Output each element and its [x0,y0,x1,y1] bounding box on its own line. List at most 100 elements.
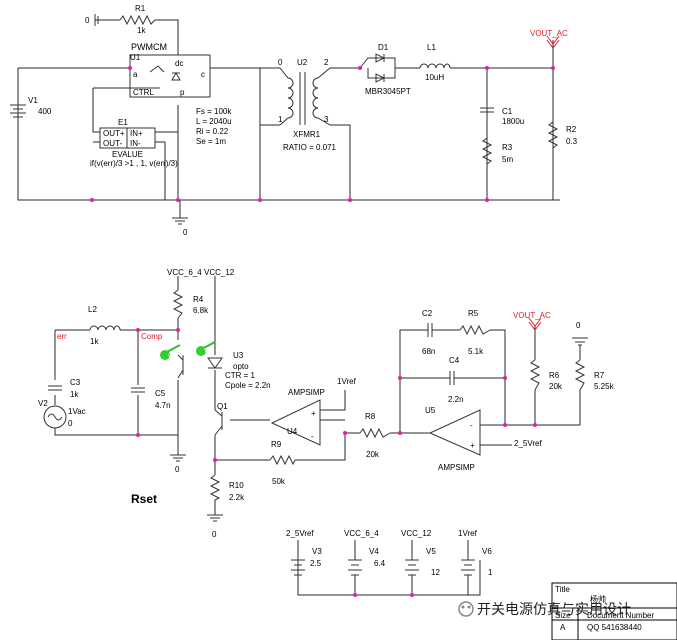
v2-dc: 0 [68,419,73,428]
c5-name: C5 [155,389,166,398]
u2-label: U2 [297,58,308,67]
pin-p: p [180,88,185,97]
r4-name: R4 [193,295,204,304]
r7-resistor[interactable] [574,359,586,391]
l2-value: 1k [90,337,99,346]
r9-value: 50k [272,477,286,486]
r2-value: 0.3 [566,137,578,146]
pin-dc: dc [175,59,183,68]
u1-label: U1 [130,53,141,62]
c1-capacitor[interactable] [480,107,494,113]
v2-value: 1Vac [68,407,86,416]
junction-dots-top [90,66,555,202]
title-block-title-label: Title [555,585,570,594]
v4-source[interactable] [348,559,362,576]
r1-resistor[interactable] [94,14,156,26]
e1-out-minus: OUT- [103,139,122,148]
ground-top-label: 0 [183,228,188,237]
v5-value: 12 [431,568,440,577]
u4-ref-label: 1Vref [337,377,357,386]
r5-resistor[interactable] [459,324,491,336]
r3-resistor[interactable] [481,137,493,165]
c2-capacitor[interactable] [420,323,440,337]
v5-source[interactable] [405,559,419,576]
watermark-text: 开关电源仿真与实用设计 [477,602,631,618]
r4-resistor[interactable] [172,289,184,319]
title-block-docnum-value: QQ 541638440 [587,623,642,632]
ground-ctrl-right [572,337,588,346]
v4-name: V4 [369,547,379,556]
r2-resistor[interactable] [547,121,559,149]
d1-part: MBR3045PT [365,87,411,96]
v3-name: V3 [312,547,322,556]
c2-value: 68n [422,347,435,356]
u3-ctr: CTR = 1 [225,371,256,380]
v3-source[interactable] [291,559,305,576]
u4-plus: + [311,409,316,418]
u4-name: U4 [287,427,298,436]
probe-vf[interactable] [196,341,216,356]
watermark-logo-icon [458,601,474,617]
l1-name: L1 [427,43,436,52]
v2-ac-source[interactable] [43,405,67,429]
v4-net: VCC_6_4 [344,529,379,538]
d1-name: D1 [378,43,389,52]
xfmr-name: XFMR1 [293,130,321,139]
e1-name: E1 [118,118,128,127]
d1-diode[interactable] [359,53,396,83]
r5-value: 5.1k [468,347,484,356]
u4-type: AMPSIMP [288,388,325,397]
v1-source[interactable] [10,104,26,118]
l2-inductor[interactable] [89,325,121,331]
rset-label: Rset [131,492,157,506]
probe-vce-label: VCE [168,354,179,360]
param-fs: Fs = 100k [196,107,232,116]
l1-inductor[interactable] [419,63,451,69]
c3-capacitor[interactable] [48,385,62,391]
r9-resistor[interactable] [269,454,296,466]
e1-in-minus: IN- [130,139,141,148]
xfmr1-transformer[interactable] [279,67,331,126]
l1-value: 10uH [425,73,444,82]
r1-ground-node: 0 [85,16,90,25]
r4-value: 6.8k [193,306,209,315]
q1-transistor[interactable] [214,409,223,436]
ground-ctrl-left [170,454,186,462]
r6-name: R6 [549,371,560,380]
e1-out-plus: OUT+ [103,129,125,138]
e1-block[interactable] [99,127,156,149]
vout-ac-lower-label: VOUT_AC [513,311,551,320]
r3-name: R3 [502,143,513,152]
v6-value: 1 [488,568,493,577]
ground-ctrl-r10 [207,514,223,522]
param-ri: Ri = 0.22 [196,127,229,136]
junction-dots-bottom [136,328,537,597]
r10-resistor[interactable] [209,474,221,501]
r10-name: R10 [229,481,244,490]
u4-opamp[interactable] [270,399,321,446]
r5-name: R5 [468,309,479,318]
control-wires [54,276,581,596]
u3-optocoupler[interactable] [177,354,223,379]
r8-resistor[interactable] [359,427,391,439]
v1-name: V1 [28,96,38,105]
v6-net: 1Vref [458,529,478,538]
r7-value: 5.25k [594,382,615,391]
title-block-docnum-label: Document Number [587,611,654,620]
pwmcm-block[interactable] [129,54,211,98]
c5-capacitor[interactable] [131,387,145,393]
probe-vf-label: VF [204,348,210,354]
u5-opamp[interactable] [428,409,481,456]
c1-value: 1800u [502,117,524,126]
title-block-title-value: 杨帅 [590,594,606,604]
v5-net: VCC_12 [401,529,432,538]
probe-vce[interactable] [160,344,181,360]
v6-source[interactable] [461,559,475,576]
v3-net: 2_5Vref [286,529,315,538]
v3-value: 2.5 [310,559,322,568]
c4-capacitor[interactable] [445,371,460,385]
vout-ac-top-marker [546,35,560,49]
r6-resistor[interactable] [529,359,541,391]
ctrl-label: CTRL [133,88,154,97]
